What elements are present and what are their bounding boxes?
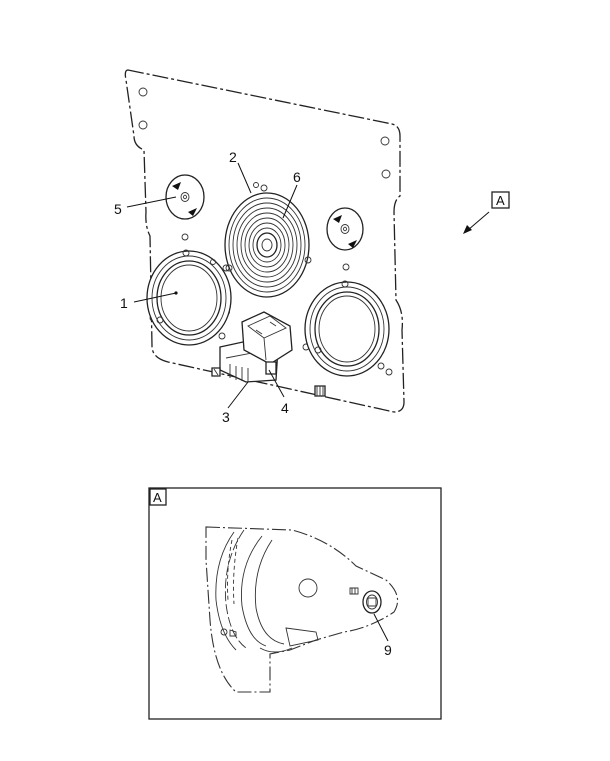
callout-2-label: 2 xyxy=(229,149,237,165)
callout-6: 6 xyxy=(282,169,301,219)
view-a-tag: A xyxy=(496,193,505,208)
callout-6-label: 6 xyxy=(293,169,301,185)
left-air-vent xyxy=(165,174,205,220)
callout-5: 5 xyxy=(114,196,177,217)
detail-a-view: A xyxy=(148,487,442,720)
callout-3: 3 xyxy=(222,381,249,425)
callout-9-label: 9 xyxy=(384,642,392,658)
center-speaker-grille xyxy=(224,184,312,298)
right-air-vent xyxy=(326,207,364,251)
callout-2: 2 xyxy=(229,149,252,194)
callout-9: 9 xyxy=(373,613,392,658)
view-a-indicator: A xyxy=(463,191,510,234)
right-speaker-ring xyxy=(304,280,390,377)
callout-4: 4 xyxy=(268,369,289,416)
detail-a-tag: A xyxy=(153,490,162,505)
callout-4-label: 4 xyxy=(281,400,289,416)
callout-5-label: 5 xyxy=(114,201,122,217)
callout-1-label: 1 xyxy=(120,295,128,311)
callout-1: 1 xyxy=(120,291,178,311)
switch-module-assembly xyxy=(211,311,293,383)
fastener xyxy=(314,385,326,397)
left-speaker-ring xyxy=(146,249,232,346)
callout-3-label: 3 xyxy=(222,409,230,425)
